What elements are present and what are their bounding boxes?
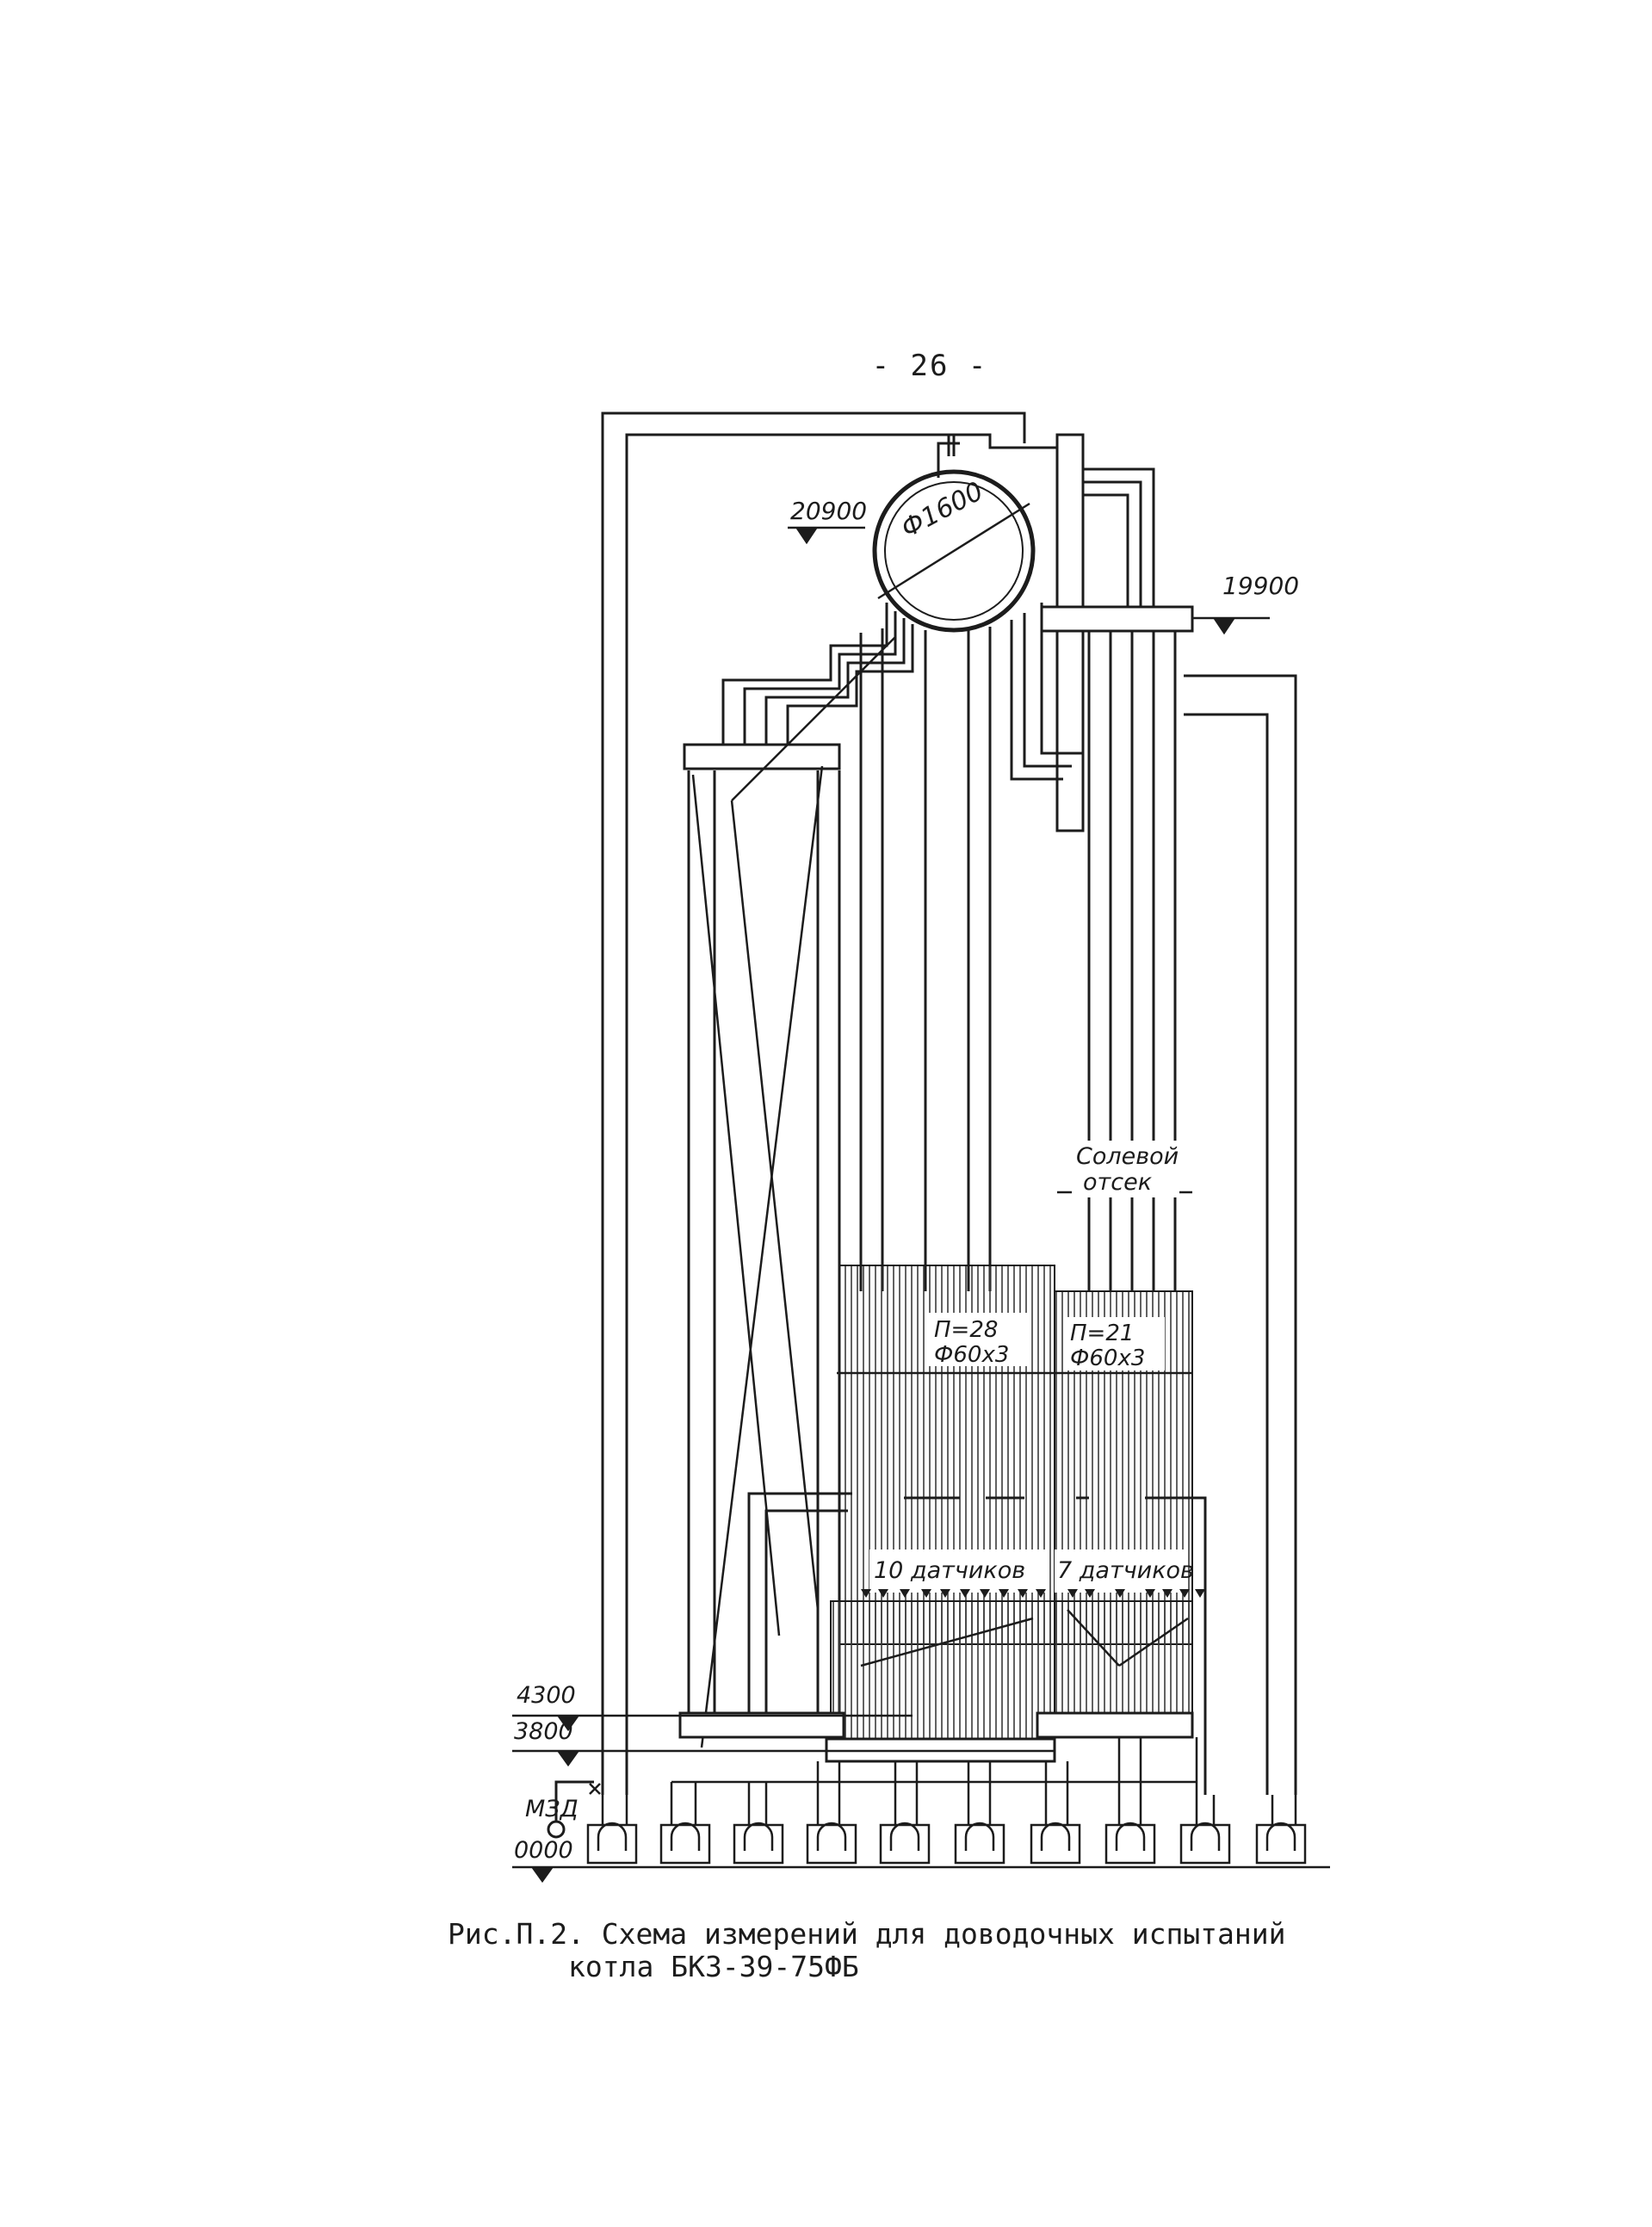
drum-risers-left xyxy=(687,603,914,1722)
salt-sensor-label-box xyxy=(1055,1550,1184,1593)
salt-bundle-label-box xyxy=(1066,1317,1165,1370)
upper-collector-left xyxy=(683,743,841,770)
sensor-markers xyxy=(861,1589,1205,1598)
level-4300-label: 4300 xyxy=(517,1682,576,1709)
right-pipe-inner xyxy=(1184,713,1269,1795)
clean-lower-bundle xyxy=(830,1600,1055,1757)
level-0000-label: 0000 xyxy=(514,1837,573,1864)
clean-bundle-label-box xyxy=(928,1313,1027,1366)
mzd-gauge xyxy=(547,1780,594,1839)
clean-bundle-count: П=28 xyxy=(934,1317,998,1343)
outer-pipe-left-inner xyxy=(625,433,1067,1795)
caption-line-1: Рис.П.2. Схема измерений для доводочных … xyxy=(448,1917,1286,1951)
drum-elevation-marker xyxy=(788,526,865,545)
salt-compartment-label-box xyxy=(1072,1141,1179,1197)
salt-bundle-count: П=21 xyxy=(1070,1321,1134,1346)
drum-downcomers xyxy=(859,603,1083,1291)
collector-elevation-label: 19900 xyxy=(1222,572,1299,600)
salt-bundle-size: Ф60х3 xyxy=(1070,1345,1145,1371)
salt-compartment-label-2: отсек xyxy=(1083,1169,1153,1196)
salt-sensor-label: 7 датчиков xyxy=(1057,1557,1194,1584)
collector-elevation-marker xyxy=(1192,616,1270,635)
upper-collector-right xyxy=(1040,605,1194,633)
clean-bundle-size: Ф60х3 xyxy=(934,1342,1009,1368)
figure-caption: Рис.П.2. Схема измерений для доводочных … xyxy=(448,1918,1395,1983)
clean-sensor-label: 10 датчиков xyxy=(874,1557,1025,1584)
right-pipe-outer xyxy=(1184,674,1297,1795)
separator-column xyxy=(1055,433,1085,832)
diagonal-cross xyxy=(691,636,896,1748)
drum xyxy=(872,435,1036,633)
clean-sensor-label-box xyxy=(869,1550,1046,1593)
lower-collector-right xyxy=(1036,1711,1194,1739)
lower-collector-left xyxy=(678,1711,845,1739)
sensor-diagonals xyxy=(860,1609,1189,1667)
caption-line-2: котла БКЗ-39-75ФБ xyxy=(568,1950,859,1983)
sensor-pipes xyxy=(747,1492,1207,1795)
salt-compartment-label-1: Солевой xyxy=(1076,1143,1179,1170)
bottom-instruments xyxy=(586,1737,1307,1865)
page-number: - 26 - xyxy=(871,349,988,383)
outer-pipe-left xyxy=(601,411,1026,1795)
level-markers xyxy=(512,1714,1330,1884)
level-3800-label: 3800 xyxy=(514,1718,573,1745)
mzd-label: МЗД xyxy=(525,1796,579,1822)
drum-elevation-label: 20900 xyxy=(790,497,867,525)
